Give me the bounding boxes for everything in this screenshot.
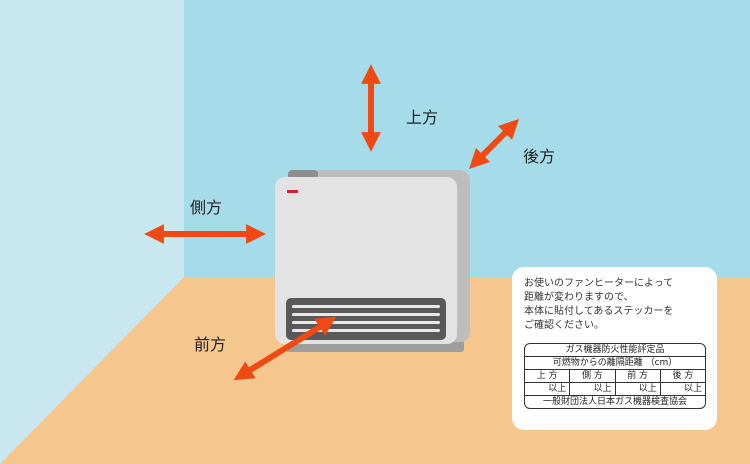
sticker-value-front: 以上 bbox=[614, 383, 660, 395]
label-front: 前方 bbox=[194, 335, 227, 354]
note-line: お使いのファンヒーターによって bbox=[524, 278, 674, 289]
left-wall bbox=[0, 0, 184, 464]
note-line: 距離が変わりますので、 bbox=[524, 292, 634, 303]
sticker-value-up: 以上 bbox=[548, 384, 567, 394]
sticker-direction-up: 上 方 bbox=[536, 371, 558, 381]
arrow-front bbox=[233, 316, 337, 381]
label-side: 側方 bbox=[190, 198, 223, 217]
sticker-direction-back: 後 方 bbox=[659, 370, 705, 382]
sticker-footer: 一般財団法人日本ガス機器検査協会 bbox=[542, 397, 687, 407]
label-back: 後方 bbox=[523, 147, 556, 166]
info-card: お使いのファンヒーターによって 距離が変わりますので、 本体に貼付してあるステッ… bbox=[512, 267, 717, 430]
power-led bbox=[287, 190, 298, 193]
sticker-title: ガス機器防火性能評定品 bbox=[565, 345, 665, 355]
info-note: お使いのファンヒーターによって 距離が変わりますので、 本体に貼付してあるステッ… bbox=[524, 277, 673, 333]
sticker-value-side: 以上 bbox=[569, 383, 614, 395]
sticker-value-back: 以上 bbox=[659, 383, 705, 395]
sticker-direction-side: 側 方 bbox=[569, 370, 614, 382]
fan-heater bbox=[275, 170, 470, 352]
sticker-direction-front: 前 方 bbox=[614, 370, 660, 382]
sticker-subtitle: 可燃物からの離隔距離 （cm） bbox=[552, 358, 678, 368]
note-line: 本体に貼付してあるステッカーを bbox=[524, 306, 674, 317]
arrow-back bbox=[468, 118, 520, 170]
label-up: 上方 bbox=[406, 108, 439, 127]
note-line: ご確認ください。 bbox=[524, 320, 604, 331]
clearance-sticker: ガス機器防火性能評定品 可燃物からの離隔距離 （cm） 上 方 側 方 前 方 … bbox=[524, 343, 706, 409]
